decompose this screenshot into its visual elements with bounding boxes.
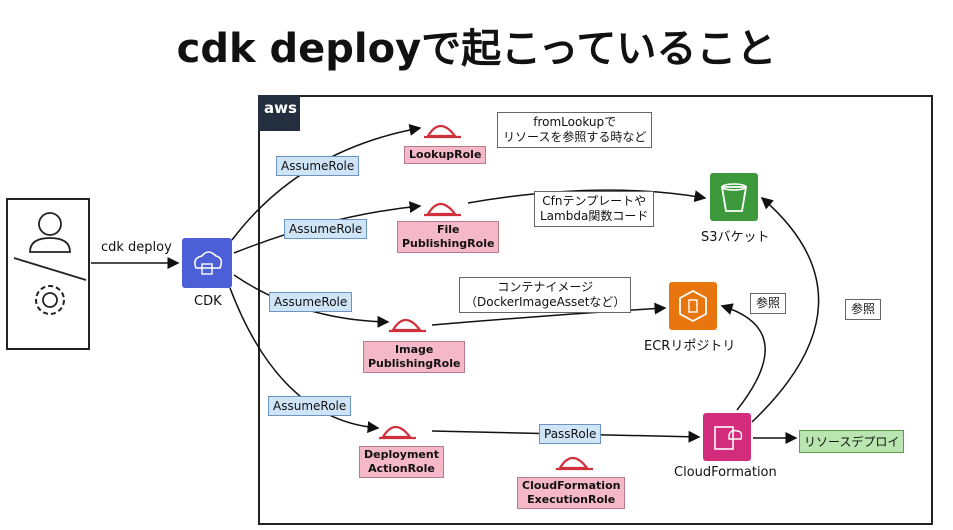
- assume-role-label-lookup: AssumeRole: [276, 156, 360, 176]
- cdk-deploy-label: cdk deploy: [101, 240, 172, 255]
- reference-label-ecr: 参照: [750, 293, 787, 314]
- user-icon: [13, 212, 87, 281]
- s3-bucket-icon: [710, 173, 758, 221]
- image-note: コンテナイメージ（DockerImageAssetなど）: [459, 277, 632, 313]
- cdk-label: CDK: [194, 294, 222, 309]
- user-box: [6, 198, 90, 350]
- pass-role-label: PassRole: [539, 424, 602, 444]
- cloudformation-icon: [703, 413, 751, 461]
- lookup-note: fromLookupでリソースを参照する時など: [497, 112, 653, 148]
- page-title: cdk deployで起こっていること: [176, 26, 777, 72]
- resource-deploy-label: リソースデプロイ: [799, 430, 905, 453]
- assume-role-label-deploy: AssumeRole: [268, 396, 352, 416]
- cdk-icon: [182, 238, 232, 288]
- assume-role-label-file: AssumeRole: [284, 219, 368, 239]
- cloudformation-label: CloudFormation: [674, 465, 777, 480]
- aws-logo: aws: [258, 95, 300, 131]
- gear-icon: [35, 285, 65, 315]
- s3-label: S3バケット: [701, 230, 770, 245]
- helmet-icon: [379, 124, 593, 471]
- ecr-icon: [669, 282, 717, 330]
- lookup-role: LookupRole: [404, 146, 487, 164]
- reference-label-s3: 参照: [845, 299, 882, 320]
- ecr-label: ECRリポジトリ: [644, 339, 736, 354]
- aws-cloud-boundary: [258, 95, 933, 525]
- assume-role-label-image: AssumeRole: [269, 292, 353, 312]
